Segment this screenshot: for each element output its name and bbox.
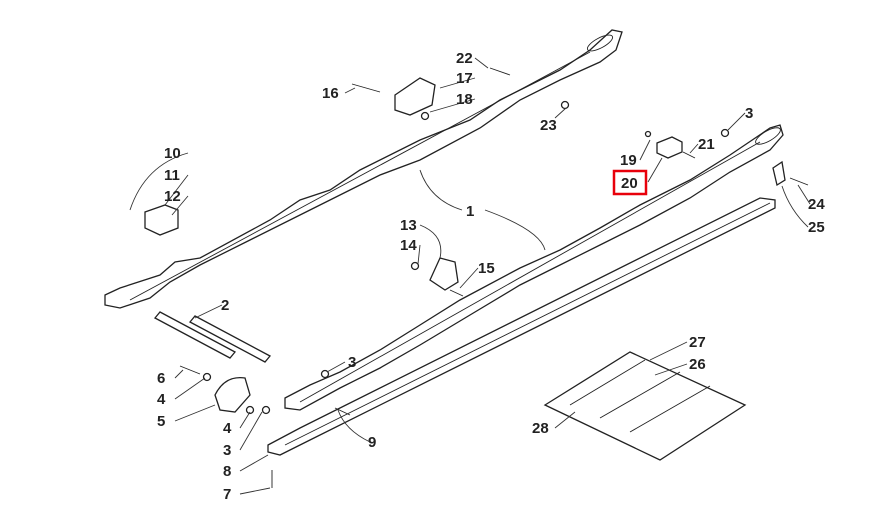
- stop-bracket: [144, 204, 179, 236]
- callout-17: 17: [456, 70, 473, 87]
- callout-15: 15: [478, 260, 495, 277]
- callout-1: 1: [466, 203, 474, 220]
- callout-28: 28: [532, 420, 549, 437]
- callout-3: 3: [348, 354, 356, 371]
- callout-26: 26: [689, 356, 706, 373]
- callout-24: 24: [808, 196, 825, 213]
- callout-23: 23: [540, 117, 557, 134]
- highlight-box: [612, 169, 648, 196]
- callout-4: 4: [223, 420, 232, 437]
- callout-27: 27: [689, 334, 706, 351]
- callout-16: 16: [322, 85, 339, 102]
- callout-3: 3: [745, 105, 753, 122]
- leader-lines: [129, 57, 811, 495]
- mount-plate: [429, 257, 459, 291]
- callout-14: 14: [400, 237, 417, 254]
- callout-21: 21: [698, 136, 715, 153]
- callout-2: 2: [221, 297, 229, 314]
- callout-5: 5: [157, 413, 165, 430]
- front-rail-right: [284, 124, 784, 411]
- callout-13: 13: [400, 217, 417, 234]
- hyfax-slide: [267, 197, 776, 456]
- spacer-block: [656, 136, 683, 159]
- callout-19: 19: [620, 152, 637, 169]
- callout-6: 6: [157, 370, 165, 387]
- end-bracket: [772, 160, 786, 187]
- track-section: [543, 351, 747, 461]
- callout-9: 9: [368, 434, 376, 451]
- callout-25: 25: [808, 219, 825, 236]
- callout-7: 7: [223, 486, 231, 503]
- callout-11: 11: [164, 167, 180, 184]
- rear-rail-left: [104, 29, 623, 309]
- callout-10: 10: [164, 145, 181, 162]
- callout-12: 12: [164, 188, 181, 205]
- callout-4: 4: [157, 391, 166, 408]
- callout-3: 3: [223, 442, 231, 459]
- callout-18: 18: [456, 91, 473, 108]
- callout-8: 8: [223, 463, 231, 480]
- cross-shafts: [153, 311, 272, 363]
- shock-bracket: [394, 77, 436, 116]
- idler-wheel: [214, 376, 251, 413]
- bolts: [179, 67, 809, 488]
- callout-22: 22: [456, 50, 473, 67]
- callout-20[interactable]: 20: [621, 175, 638, 192]
